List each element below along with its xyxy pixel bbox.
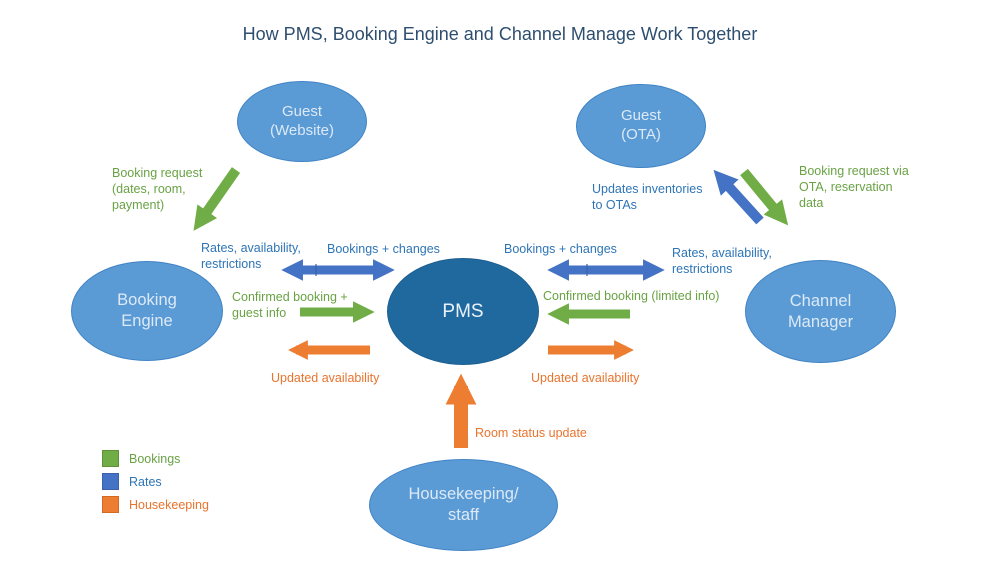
node-guest-website-label: Guest (Website) xyxy=(270,102,334,139)
label-booking-request-ota: Booking request via OTA, reservation dat… xyxy=(799,164,909,210)
legend-row-housekeeping: Housekeeping xyxy=(102,496,209,513)
node-booking-engine-label: Booking Engine xyxy=(117,291,177,330)
arrow-booking-request-ota xyxy=(740,168,789,226)
legend-swatch-bookings-icon xyxy=(102,450,119,467)
node-channel-manager-label: Channel Manager xyxy=(787,291,854,331)
arrow-updates-inventories xyxy=(713,169,764,225)
label-room-status-update: Room status update xyxy=(475,426,587,440)
node-channel-manager[interactable]: Channel Manager xyxy=(745,260,896,363)
label-rates-right: Rates, availability, restrictions xyxy=(672,246,772,276)
node-pms[interactable]: PMS xyxy=(387,258,539,365)
label-rates-left: Rates, availability, restrictions xyxy=(201,241,301,271)
node-housekeeping-staff-label: Housekeeping/ staff xyxy=(408,485,519,524)
arrow-booking-request-website xyxy=(193,167,241,231)
diagram-title: How PMS, Booking Engine and Channel Mana… xyxy=(242,24,758,44)
legend-row-rates: Rates xyxy=(102,473,209,490)
node-booking-engine[interactable]: Booking Engine xyxy=(71,261,223,361)
node-housekeeping-staff[interactable]: Housekeeping/ staff xyxy=(369,459,558,551)
legend-label-housekeeping: Housekeeping xyxy=(129,497,209,512)
node-guest-ota[interactable]: Guest (OTA) xyxy=(576,84,706,168)
label-updated-availability-right: Updated availability xyxy=(531,371,640,385)
label-confirmed-booking-left: Confirmed booking + guest info xyxy=(232,290,348,320)
label-confirmed-booking-right: Confirmed booking (limited info) xyxy=(543,289,720,303)
legend: Bookings Rates Housekeeping xyxy=(102,450,209,520)
label-booking-request-website: Booking request (dates, room, payment) xyxy=(112,166,203,212)
label-updated-availability-left: Updated availability xyxy=(271,371,380,385)
legend-label-bookings: Bookings xyxy=(129,451,181,466)
node-pms-label: PMS xyxy=(442,300,484,322)
legend-label-rates: Rates xyxy=(129,474,162,489)
legend-row-bookings: Bookings xyxy=(102,450,209,467)
label-bookings-changes-right: Bookings + changes xyxy=(504,242,617,256)
legend-swatch-housekeeping-icon xyxy=(102,496,119,513)
node-guest-ota-label: Guest (OTA) xyxy=(620,107,662,143)
legend-swatch-rates-icon xyxy=(102,473,119,490)
label-updates-inventories: Updates inventories to OTAs xyxy=(592,182,703,212)
node-guest-website[interactable]: Guest (Website) xyxy=(237,81,367,162)
label-bookings-changes-left: Bookings + changes xyxy=(327,242,440,256)
